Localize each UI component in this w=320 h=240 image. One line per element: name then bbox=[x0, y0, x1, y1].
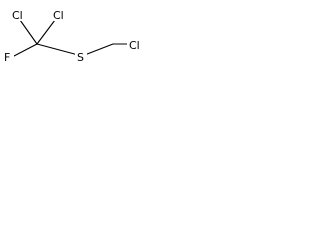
atom-f-left: F bbox=[4, 51, 10, 64]
bond-c1-f bbox=[13, 43, 38, 57]
label-mask-cl-top-right bbox=[51, 7, 69, 21]
structure-diagram: Cl Cl F S Cl bbox=[2, 7, 145, 64]
bond-c1-cl-top-left bbox=[19, 19, 38, 45]
bond-c1-s bbox=[36, 43, 83, 57]
bond-s-c2 bbox=[81, 43, 114, 57]
label-mask-cl-right bbox=[127, 37, 145, 51]
bond-c1-cl-top-right bbox=[36, 19, 56, 45]
label-mask-f-left bbox=[2, 49, 14, 63]
atom-cl-top-left: Cl bbox=[12, 9, 23, 22]
label-mask-s-center bbox=[75, 49, 87, 63]
label-mask-cl-top-left bbox=[10, 7, 28, 21]
atom-s-center: S bbox=[77, 51, 84, 64]
atom-cl-right: Cl bbox=[129, 39, 140, 52]
atom-cl-top-right: Cl bbox=[53, 9, 64, 22]
